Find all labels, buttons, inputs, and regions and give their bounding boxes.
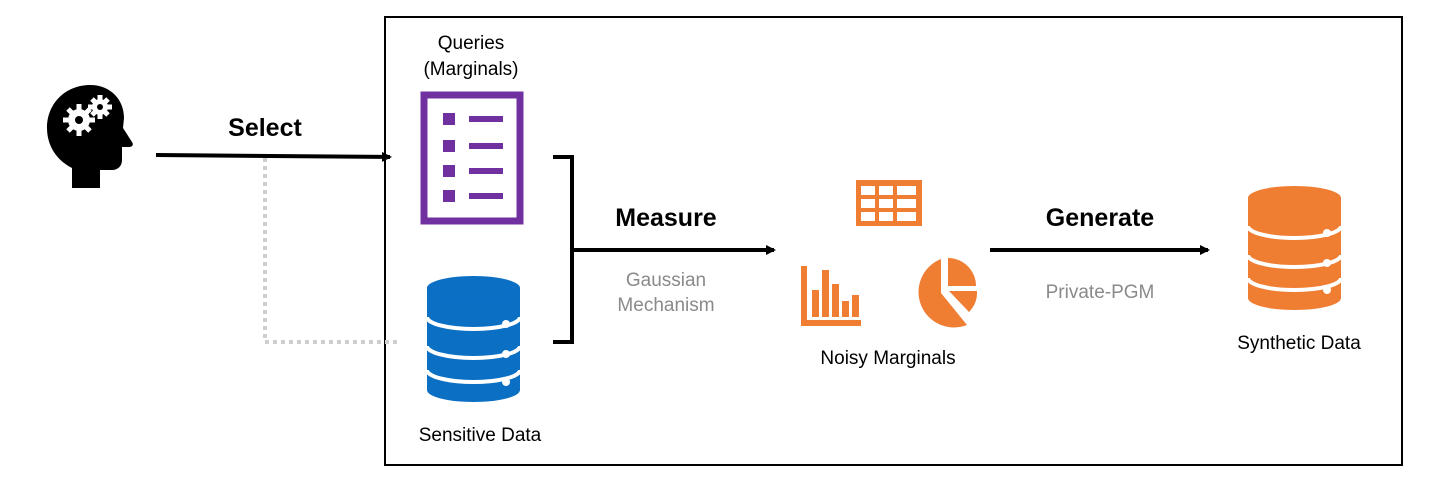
queries-label-sub: (Marginals) — [423, 59, 518, 80]
synthetic-data-label: Synthetic Data — [1237, 333, 1361, 354]
sensitive-data-label: Sensitive Data — [419, 425, 542, 446]
generator-label: Private-PGM — [1046, 282, 1155, 303]
noisy-marginals-label: Noisy Marginals — [820, 348, 955, 369]
sensitive-database-icon — [425, 276, 522, 402]
generate-label: Generate — [1046, 204, 1154, 232]
select-label: Select — [228, 114, 302, 142]
synthetic-database-icon — [1246, 186, 1343, 310]
table-icon — [856, 180, 922, 226]
head-with-gears-icon — [47, 85, 133, 188]
pie-chart-icon — [918, 258, 978, 328]
measure-label: Measure — [615, 204, 717, 232]
dotted-data-link — [263, 158, 398, 344]
checklist-icon — [420, 91, 524, 225]
select-arrow — [155, 151, 392, 162]
pipeline-frame — [384, 16, 1403, 466]
combine-bracket — [553, 155, 574, 344]
bar-chart-icon — [801, 266, 861, 326]
mechanism-label-sub: Mechanism — [617, 295, 714, 316]
mechanism-label: Gaussian — [626, 270, 706, 291]
queries-label: Queries — [438, 33, 505, 54]
